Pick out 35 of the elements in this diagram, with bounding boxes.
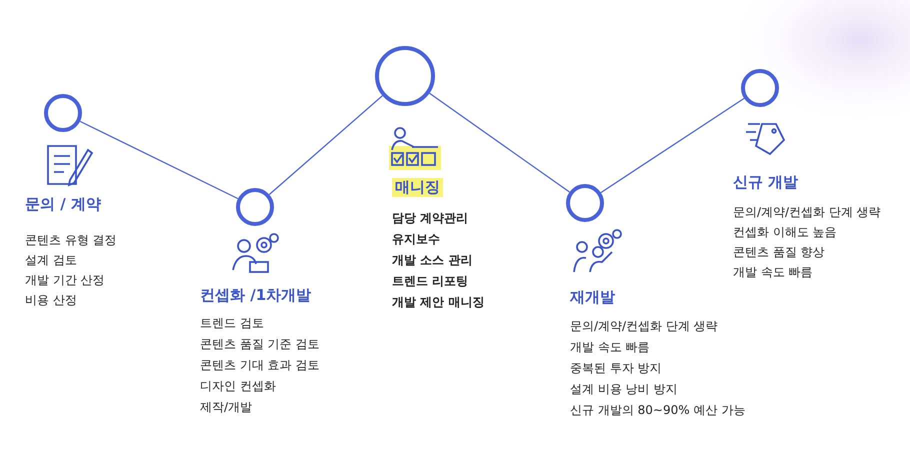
step-item: 제작/개발: [200, 399, 252, 416]
step-item: 개발 제안 매니징: [392, 294, 484, 311]
step-item: 설계 검토: [25, 252, 77, 269]
step-item: 개발 소스 관리: [392, 252, 472, 269]
step-item: 문의/계약/컨셉화 단계 생략: [570, 318, 718, 335]
step-item: 콘텐츠 기대 효과 검토: [200, 357, 320, 374]
step-item: 콘텐츠 품질 기준 검토: [200, 336, 320, 353]
step-item: 설계 비용 낭비 방지: [570, 381, 678, 398]
step-item: 비용 산정: [25, 292, 77, 309]
timeline-line: [80, 120, 238, 200]
step-item: 트렌드 리포팅: [392, 273, 468, 290]
step-item: 콘텐츠 품질 향상: [733, 244, 825, 261]
step-item: 중복된 투자 방지: [570, 360, 662, 377]
timeline-line: [429, 92, 570, 193]
step-item: 담당 계약관리: [392, 210, 468, 227]
step-item: 디자인 컨셉화: [200, 378, 276, 395]
step-title: 재개발: [570, 288, 615, 307]
timeline-circle: [44, 94, 82, 132]
timeline-circle: [236, 188, 274, 226]
step-item: 개발 기간 산정: [25, 272, 105, 289]
timeline-line: [600, 98, 744, 194]
step-title: 컨셉화 /1차개발: [200, 286, 312, 305]
step-item: 개발 속도 빠름: [733, 264, 813, 281]
step-item: 콘텐츠 유형 결정: [25, 232, 117, 249]
step-item: 트렌드 검토: [200, 315, 264, 332]
timeline-circle: [566, 184, 604, 222]
timeline-line: [268, 95, 383, 195]
step-title: 매니징: [392, 178, 443, 197]
step-item: 컨셉화 이해도 높음: [733, 224, 837, 241]
step-item: 문의/계약/컨셉화 단계 생략: [733, 204, 881, 221]
step-item: 개발 속도 빠름: [570, 339, 650, 356]
step-title: 신규 개발: [733, 173, 798, 192]
step-item: 유지보수: [392, 231, 440, 248]
step-title: 문의 / 계약: [25, 195, 101, 214]
step-item: 신규 개발의 80~90% 예산 가능: [570, 402, 746, 419]
